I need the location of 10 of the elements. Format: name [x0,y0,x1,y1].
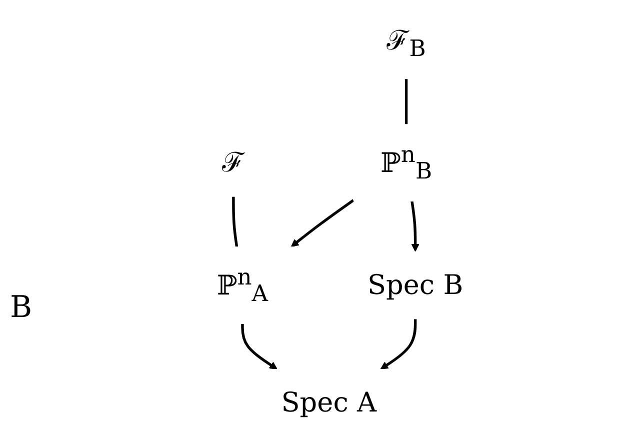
node-text: Spec B [367,269,464,302]
arrow [241,324,278,370]
arrow [290,199,354,247]
arrow-label: B [10,290,32,325]
node-text: ℱ$_{B}$ [386,25,426,62]
node-text: Spec A [281,387,377,419]
arrow [380,319,417,370]
connector [404,79,408,124]
connector [232,196,238,247]
arrow [410,201,420,252]
